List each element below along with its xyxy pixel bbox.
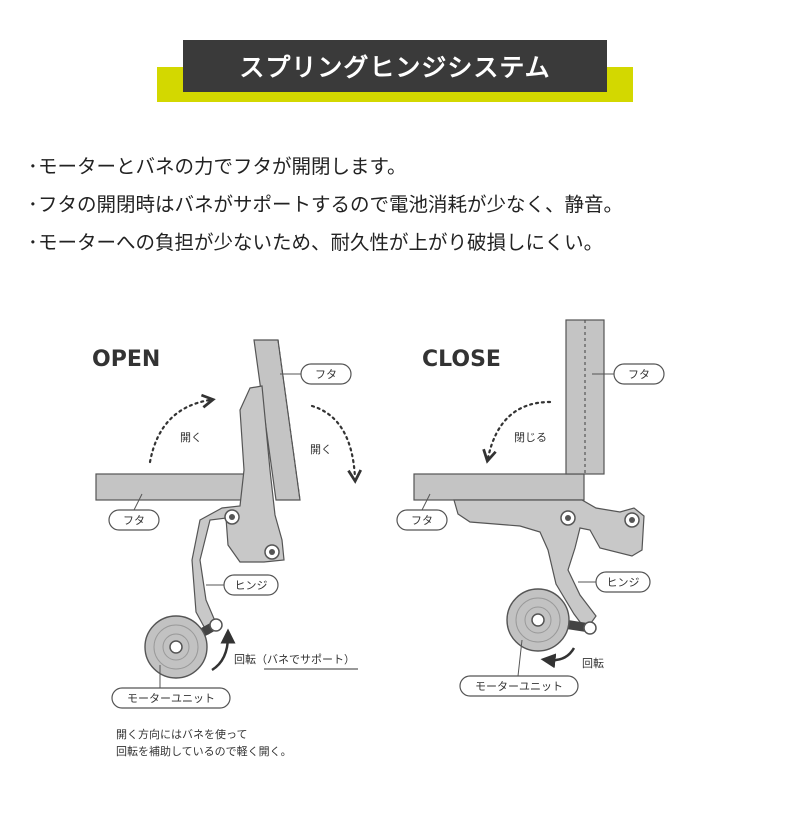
open-arrow-right-label: 開く — [310, 443, 332, 456]
close-vertical-lid — [565, 319, 605, 475]
feature-item: ･フタの開閉時はバネがサポートするので電池消耗が少なく、静音。 — [28, 193, 624, 216]
open-vertical-lid — [253, 339, 301, 501]
open-note-line2: 回転を補助しているので軽く開く。 — [116, 744, 292, 758]
close-heading: CLOSE — [422, 347, 501, 372]
close-hinge — [453, 499, 645, 632]
feature-text: フタの開閉時はバネがサポートするので電池消耗が少なく、静音。 — [38, 193, 624, 216]
feature-list: ･モーターとバネの力でフタが開閉します。 ･フタの開閉時はバネがサポートするので… — [28, 148, 623, 262]
feature-item: ･モーターとバネの力でフタが開閉します。 — [28, 155, 407, 178]
open-hinge — [191, 385, 285, 635]
close-hinge-label: ヒンジ — [607, 576, 640, 589]
open-arrow-left-label: 開く — [180, 431, 202, 444]
feature-item: ･モーターへの負担が少ないため、耐久性が上がり破損しにくい。 — [28, 231, 604, 254]
close-motor-label: モーターユニット — [475, 680, 563, 693]
open-hinge-label: ヒンジ — [235, 579, 268, 592]
open-motor-label: モーターユニット — [127, 692, 215, 705]
open-note-line1: 開く方向にはバネを使って — [116, 727, 247, 741]
close-rotation-label: 回転 — [582, 657, 604, 670]
close-lid-label-bottom: フタ — [411, 514, 433, 527]
page-title: スプリングヒンジシステム — [183, 40, 607, 92]
feature-text: モーターとバネの力でフタが開閉します。 — [38, 155, 407, 178]
open-lid-label-bottom: フタ — [123, 514, 145, 527]
open-lid-label-top: フタ — [315, 368, 337, 381]
close-lid-label-top: フタ — [628, 368, 650, 381]
close-base-lid — [413, 473, 585, 501]
open-diagram: OPEN 開く 開く 回転（バネでサポート） フタ — [92, 339, 363, 758]
open-base-lid — [95, 473, 257, 501]
feature-text: モーターへの負担が少ないため、耐久性が上がり破損しにくい。 — [38, 231, 604, 254]
open-rotation-label: 回転（バネでサポート） — [234, 653, 355, 666]
close-arrow-label: 閉じる — [514, 431, 547, 444]
close-diagram: CLOSE 閉じる 回転 フタ フタ ヒン — [396, 319, 665, 697]
open-heading: OPEN — [92, 347, 160, 372]
